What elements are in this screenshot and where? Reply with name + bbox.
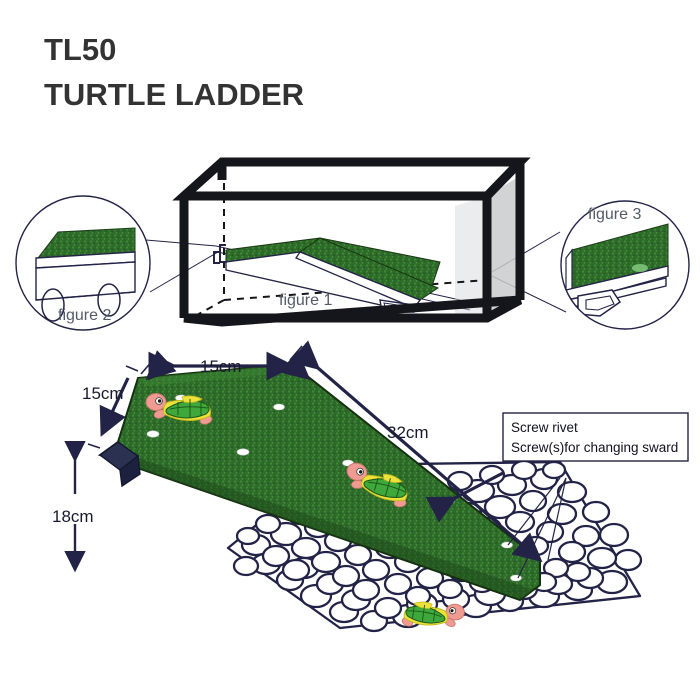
dimension-label-length-ramp: 32cm bbox=[387, 423, 429, 442]
dimension-depth-left bbox=[87, 365, 139, 449]
callout-line-1: Screw rivet bbox=[511, 420, 578, 435]
turtle-graphic-3 bbox=[401, 601, 465, 627]
page-title-block: TL50 TURTLE LADDER bbox=[44, 32, 304, 112]
figure-2-label: figure 2 bbox=[58, 307, 111, 324]
dimension-label-width-top: 15cm bbox=[200, 357, 242, 376]
dimension-label-height-left: 18cm bbox=[52, 507, 94, 526]
product-name: TURTLE LADDER bbox=[44, 77, 304, 112]
figure-1-label: figure 1 bbox=[279, 292, 332, 309]
dimension-length-ramp bbox=[289, 340, 543, 563]
callout-line-2: Screw(s)for changing sward bbox=[511, 440, 678, 455]
figure-2-callout: figure 2 bbox=[15, 195, 151, 331]
turtle-graphic-1 bbox=[145, 393, 213, 425]
figure-1-tank: figure 1 bbox=[172, 157, 531, 327]
dimension-label-depth-left: 15cm bbox=[82, 384, 124, 403]
model-code: TL50 bbox=[44, 32, 116, 67]
ramp-in-tank bbox=[213, 237, 441, 313]
figure-3-label: figure 3 bbox=[588, 206, 641, 223]
figure-3-callout: figure 3 bbox=[560, 200, 690, 330]
screw-callout: Screw rivet Screw(s)for changing sward bbox=[425, 412, 689, 579]
